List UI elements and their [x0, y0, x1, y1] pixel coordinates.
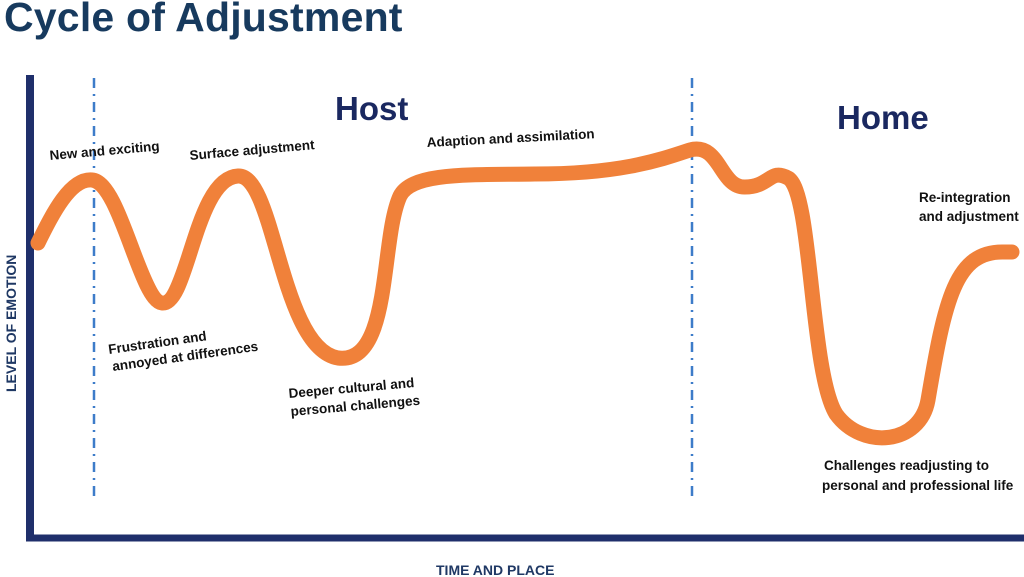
section-label-home: Home [837, 99, 929, 136]
emotion-curve [30, 141, 1020, 446]
annotation-surface-adjustment: Surface adjustment [189, 137, 316, 163]
annotation-new-and-exciting: New and exciting [49, 138, 160, 163]
annotation-adaption-and-assimilation: Adaption and assimilation [426, 126, 595, 150]
annotation-challenges-line2: personal and professional life [822, 478, 1014, 493]
x-axis-label: TIME AND PLACE [436, 562, 554, 577]
diagram-title: Cycle of Adjustment [4, 0, 403, 40]
annotation-reintegration-line2: and adjustment [919, 209, 1019, 224]
annotation-challenges-line1: Challenges readjusting to [824, 458, 989, 473]
section-label-host: Host [335, 90, 408, 127]
y-axis-label: LEVEL OF EMOTION [3, 255, 19, 392]
annotation-reintegration-line1: Re-integration [919, 190, 1011, 205]
